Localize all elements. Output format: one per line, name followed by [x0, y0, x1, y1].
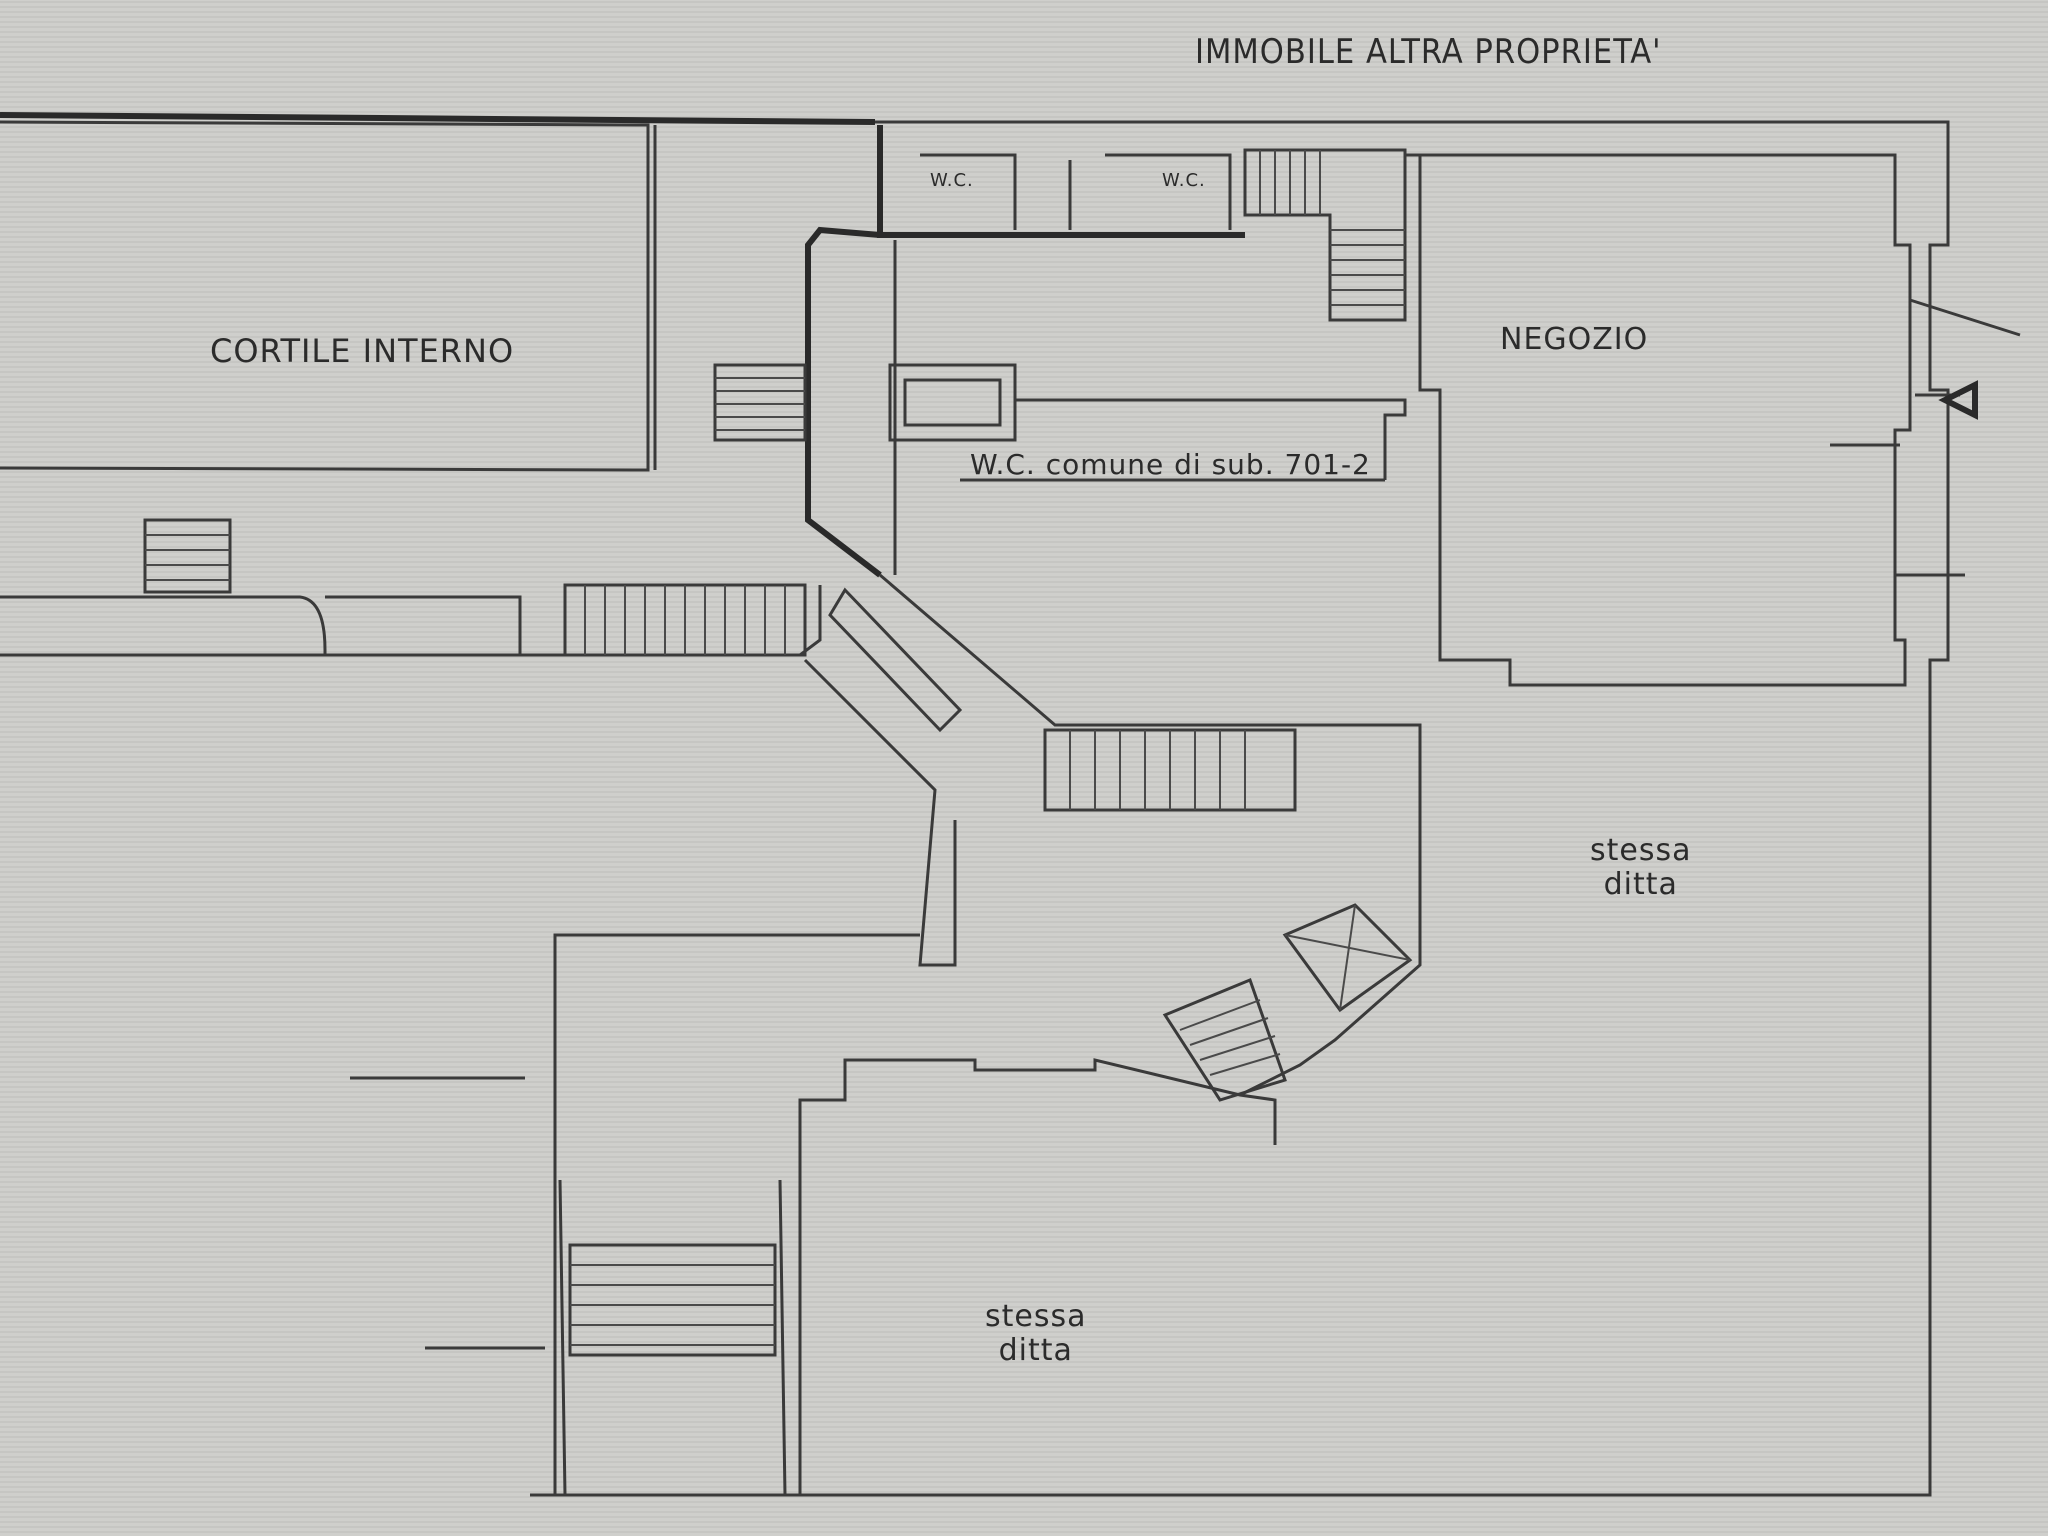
stair-corridor-left-treads [715, 377, 805, 431]
stair-lower-central-treads [570, 1264, 775, 1346]
middle-boundary-2 [0, 585, 822, 657]
diagonal-hall-upper [879, 573, 1422, 1097]
wc-label-1: W.C. [930, 170, 974, 191]
same-owner-label-2: stessa ditta [985, 1299, 1087, 1368]
stair-corridor-left [713, 363, 807, 442]
wall-stub-left [350, 1076, 545, 1350]
middle-boundary [0, 595, 327, 657]
corridor-left-wall [805, 226, 882, 578]
negozio-outline [1405, 153, 1912, 687]
courtyard-label: CORTILE INTERNO [210, 332, 515, 370]
wc-comune-underline [960, 398, 1407, 482]
stair-top-right-treads [1259, 150, 1405, 306]
stair-diagonal [1043, 728, 1297, 812]
entrance-arrow [1938, 380, 1978, 420]
top-boundary-wall [0, 112, 876, 125]
wc-comune-label: W.C. comune di sub. 701-2 [970, 448, 1371, 481]
door-marks-right [1830, 298, 2021, 577]
shop-label: NEGOZIO [1500, 322, 1649, 357]
elevator-cross [1284, 904, 1411, 1011]
main-building-outline [530, 120, 1950, 1497]
courtyard-outline [0, 120, 650, 472]
stair-left-small-treads [145, 534, 230, 581]
wc-comune-box [888, 363, 1017, 442]
diagonal-hall-inner [828, 587, 963, 733]
stair-lower-central [568, 1243, 777, 1357]
diagonal-hall-lower [803, 658, 957, 967]
lower-stair-well [558, 1179, 787, 1497]
neighbor-property-label: IMMOBILE ALTRA PROPRIETA' [1195, 32, 1662, 72]
lower-room-left [553, 933, 920, 1495]
wc-label-2: W.C. [1162, 170, 1206, 191]
stair-left-small [143, 518, 232, 594]
stair-top-right [1243, 148, 1407, 322]
stair-lower-diagonal [1162, 978, 1287, 1102]
middle-small-room [325, 595, 522, 655]
lower-room-right [798, 1058, 1277, 1495]
stair-lower-diagonal-treads [1179, 999, 1281, 1076]
stair-diagonal-treads [1069, 730, 1246, 810]
same-owner-label-1: stessa ditta [1590, 833, 1692, 902]
stair-middle-long-treads [584, 585, 786, 655]
wc-partition [920, 153, 1232, 230]
